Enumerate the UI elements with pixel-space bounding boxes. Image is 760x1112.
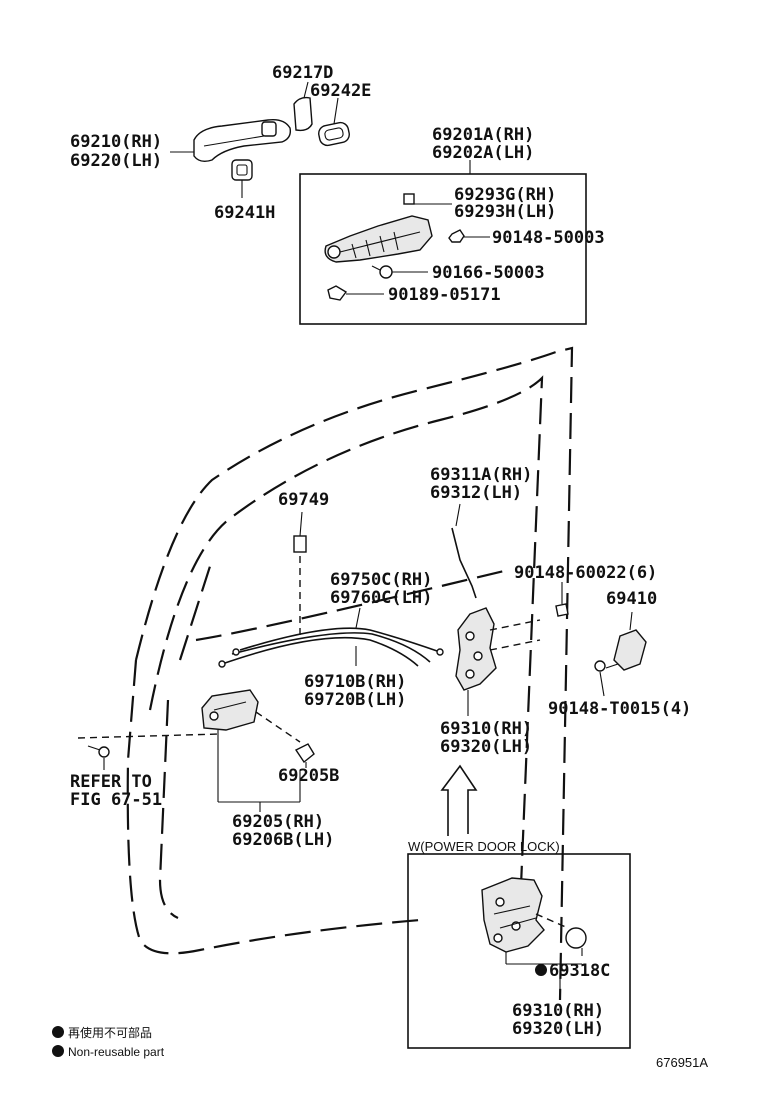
label-69710b: 69710B(RH) — [304, 672, 406, 692]
label-69206b: 69206B(LH) — [232, 830, 334, 850]
handle-frame — [324, 215, 433, 263]
label-90148-50003: 90148-50003 — [492, 228, 605, 248]
legend-dot-en — [52, 1045, 64, 1057]
legend-text-jp: 再使用不可部品 — [68, 1025, 152, 1040]
non-reusable-mark-69318c — [535, 964, 547, 976]
label-69318c: 69318C — [549, 961, 610, 981]
lock-rod — [451, 527, 477, 599]
door-lock — [455, 607, 497, 691]
label-90148-60022: 90148-60022(6) — [514, 563, 657, 583]
label-69749: 69749 — [278, 490, 329, 510]
inside-handle — [201, 689, 259, 731]
door-lock-assembly — [455, 582, 647, 716]
handle-pad — [318, 121, 350, 147]
label-69311a: 69311A(RH) — [430, 465, 532, 485]
label-69320-detail: 69320(LH) — [512, 1019, 604, 1039]
label-fig-ref: FIG 67-51 — [70, 790, 162, 810]
legend — [52, 1026, 64, 1057]
power-lock-box — [407, 853, 631, 1049]
detail-arrow — [440, 764, 478, 836]
label-69312: 69312(LH) — [430, 483, 522, 503]
label-69310-main: 69310(RH) — [440, 719, 532, 739]
power-lock-detail — [407, 853, 631, 1049]
label-69320-main: 69320(LH) — [440, 737, 532, 757]
label-69720b: 69720B(LH) — [304, 690, 406, 710]
handle-frame-detail — [299, 160, 587, 325]
door-outline — [126, 346, 574, 1001]
label-69217d: 69217D — [272, 63, 333, 83]
label-90166-50003: 90166-50003 — [432, 263, 545, 283]
inside-handle-clip — [294, 743, 315, 764]
rods-and-cables — [218, 503, 477, 668]
label-69201a: 69201A(RH) — [432, 125, 534, 145]
label-power-door-lock: W(POWER DOOR LOCK) — [408, 839, 560, 854]
label-69750c: 69750C(RH) — [330, 570, 432, 590]
detail-box — [299, 173, 587, 325]
handle-gasket — [231, 159, 253, 181]
door-striker — [613, 629, 647, 671]
figure-code: 676951A — [656, 1055, 708, 1070]
handle-cap — [293, 96, 313, 132]
label-69220: 69220(LH) — [70, 151, 162, 171]
label-69293h: 69293H(LH) — [454, 202, 556, 222]
legend-dot-jp — [52, 1026, 64, 1038]
cable-clip — [293, 535, 307, 553]
inside-handle-group — [77, 689, 315, 812]
label-69760c: 69760C(LH) — [330, 588, 432, 608]
lock-cover — [565, 927, 587, 949]
label-69310-detail: 69310(RH) — [512, 1001, 604, 1021]
label-69410: 69410 — [606, 589, 657, 609]
power-door-lock — [481, 877, 545, 953]
label-refer-to: REFER TO — [70, 772, 152, 792]
label-90189-05171: 90189-05171 — [388, 285, 501, 305]
label-69242e: 69242E — [310, 81, 371, 101]
label-90148-t0015: 90148-T0015(4) — [548, 699, 691, 719]
legend-text-en: Non-reusable part — [68, 1045, 165, 1059]
label-69293g: 69293G(RH) — [454, 185, 556, 205]
label-69205b: 69205B — [278, 766, 339, 786]
lock-cable — [239, 627, 441, 653]
label-69205: 69205(RH) — [232, 812, 324, 832]
label-69241h: 69241H — [214, 203, 275, 223]
label-69202a: 69202A(LH) — [432, 143, 534, 163]
outside-handle-group — [170, 81, 350, 198]
label-69210: 69210(RH) — [70, 132, 162, 152]
